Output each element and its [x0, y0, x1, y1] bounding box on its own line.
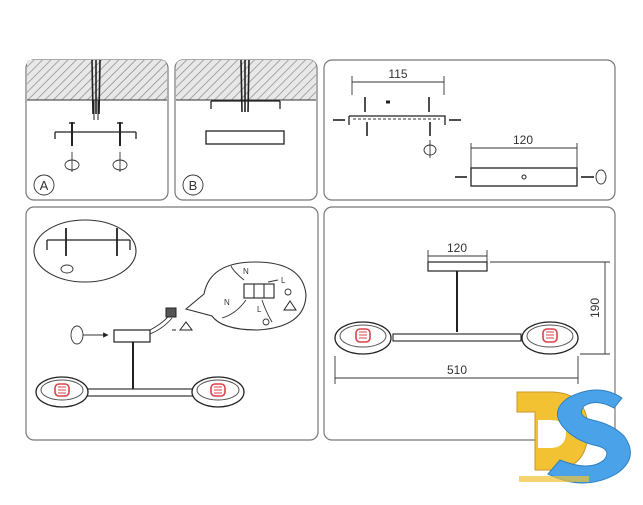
dim-height-label: 190	[588, 298, 602, 318]
panel-c-frame	[323, 59, 616, 201]
rotation-arrow	[595, 169, 607, 185]
bulb-icon	[54, 383, 70, 397]
dimension-base: 120	[427, 241, 488, 262]
cable-bundle	[240, 59, 250, 113]
wiring-callout: N L N L	[184, 261, 307, 331]
panel-d: N L N L	[25, 206, 319, 441]
canopy-plate	[427, 261, 488, 272]
dimension-115: 115	[351, 67, 445, 95]
dim-base-label: 120	[447, 241, 467, 255]
step-a-label: A	[40, 178, 49, 193]
logo-underline	[519, 476, 589, 482]
lamp-ring-right	[521, 321, 579, 355]
cable-bundle	[91, 59, 101, 120]
panel-c: 115 120	[323, 59, 616, 201]
panel-a: A	[25, 59, 169, 201]
panel-e-frame	[323, 206, 616, 441]
dim-width-label: 510	[447, 363, 467, 377]
ground-icon	[262, 318, 270, 326]
lamp-ring-left	[35, 376, 89, 408]
dimension-height: 190	[490, 261, 610, 355]
screw-right	[112, 122, 128, 172]
wire-n-bottom: N	[224, 298, 230, 307]
panel-e: 120	[323, 206, 616, 441]
dimension-width: 510	[334, 356, 579, 384]
wire-n-top: N	[243, 267, 249, 276]
cover-hole	[521, 174, 527, 180]
bracket-side-view	[333, 97, 461, 158]
ceiling-hatch	[176, 60, 316, 100]
bulb-icon	[355, 328, 371, 343]
warning-icon	[179, 321, 193, 331]
canopy-cover	[470, 167, 578, 187]
connector	[165, 307, 177, 318]
logo-letter-d-counter	[538, 420, 566, 448]
panel-b: B	[174, 59, 318, 201]
lamp-ring-right	[191, 376, 245, 408]
dim-115-label: 115	[388, 67, 407, 81]
ds-logo	[516, 389, 631, 484]
bulb-icon	[210, 383, 226, 397]
mounting-bracket	[54, 131, 137, 139]
fixture-arm	[392, 333, 522, 342]
bracket-callout	[33, 219, 137, 283]
ceiling-hatch	[27, 60, 167, 100]
canopy-assembly	[113, 307, 193, 343]
canopy-plate	[205, 130, 285, 145]
logo-letter-s	[547, 389, 631, 484]
step-a-badge	[33, 174, 55, 196]
dimension-120: 120	[470, 133, 578, 168]
step-b-label: B	[189, 178, 198, 193]
ceiling-bracket	[210, 100, 281, 109]
ground-icon	[284, 288, 292, 296]
dim-120-label: 120	[513, 133, 533, 147]
step-b-badge	[182, 174, 204, 196]
warning-icon	[283, 300, 297, 311]
lamp-ring-left	[334, 321, 392, 355]
terminal-block	[243, 283, 275, 299]
fixture-arm	[85, 388, 195, 397]
screw-left	[64, 122, 80, 172]
rotation-arrow	[70, 325, 109, 345]
wire-l-bottom: L	[257, 305, 262, 314]
bulb-icon	[542, 328, 558, 343]
wire-l-top: L	[281, 276, 286, 285]
